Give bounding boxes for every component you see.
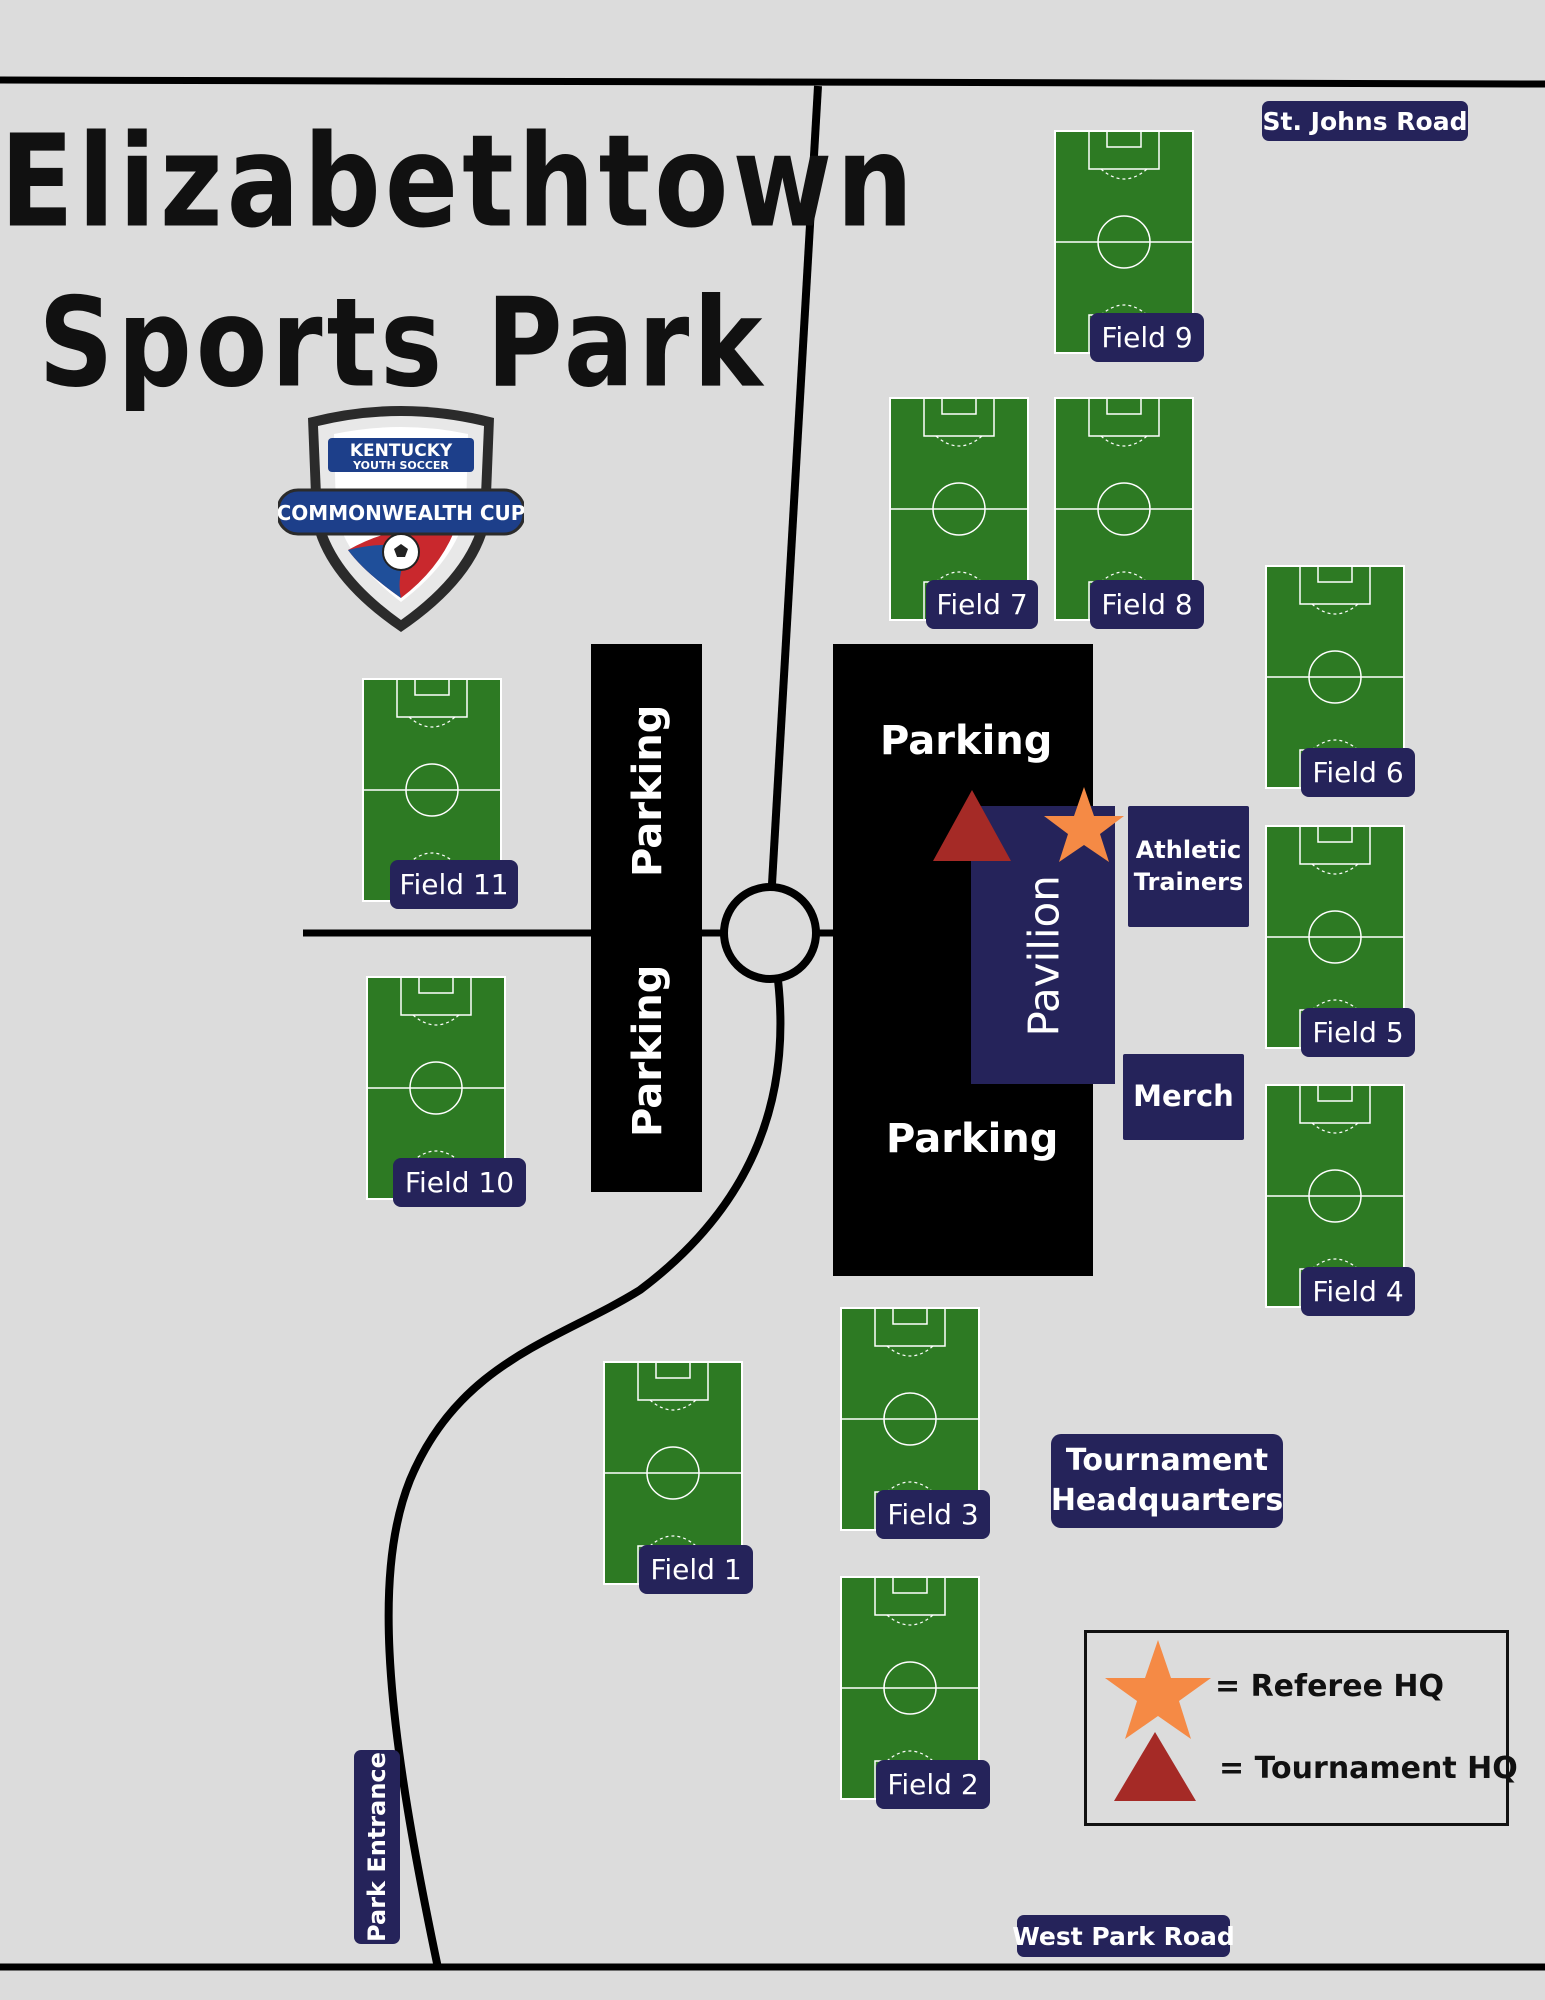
field-9-label: Field 9 bbox=[1090, 313, 1204, 362]
roundabout bbox=[720, 883, 820, 983]
park-entrance-text: Park Entrance bbox=[363, 1752, 391, 1942]
tournament-headquarters-line2: Headquarters bbox=[1050, 1483, 1284, 1518]
tournament-hq-marker bbox=[933, 790, 1011, 861]
st-johns-road-label: St. Johns Road bbox=[1262, 101, 1468, 141]
logo-text-kentucky: KENTUCKY bbox=[350, 441, 453, 461]
field-11-label: Field 11 bbox=[390, 860, 518, 909]
athletic-trainers-label: Athletic Trainers bbox=[1128, 806, 1249, 927]
field-2-label: Field 2 bbox=[876, 1760, 990, 1809]
page-title-line1: Elizabethtown bbox=[0, 108, 918, 257]
field-10-label: Field 10 bbox=[393, 1158, 526, 1207]
entrance-road bbox=[384, 979, 785, 1969]
logo-text-commonwealth-cup: COMMONWEALTH CUP bbox=[278, 501, 524, 525]
pavilion-label: Pavilion bbox=[1019, 875, 1069, 1037]
page-title-line2: Sports Park bbox=[38, 271, 767, 415]
legend-triangle-icon bbox=[1114, 1732, 1196, 1801]
west-parking-lot bbox=[591, 644, 702, 1192]
map-legend: = Referee HQ = Tournament HQ bbox=[1084, 1630, 1518, 1826]
field-6-label: Field 6 bbox=[1301, 748, 1415, 797]
park-entrance-label: Park Entrance bbox=[354, 1750, 400, 1944]
east-parking-bottom-label: Parking bbox=[886, 1116, 1059, 1162]
field-3-label: Field 3 bbox=[876, 1490, 990, 1539]
west-parking-top-label: Parking bbox=[625, 704, 671, 877]
athletic-trainers-line2: Trainers bbox=[1133, 867, 1244, 896]
field-5-label: Field 5 bbox=[1301, 1008, 1415, 1057]
commonwealth-cup-logo: KENTUCKY YOUTH SOCCER COMMONWEALTH CUP bbox=[278, 406, 524, 632]
main-road bbox=[768, 85, 822, 885]
north-road bbox=[0, 76, 1545, 88]
field-8-label: Field 8 bbox=[1090, 580, 1204, 629]
logo-text-youth-soccer: YOUTH SOCCER bbox=[352, 459, 449, 472]
legend-referee-hq-text: = Referee HQ bbox=[1215, 1669, 1444, 1704]
athletic-trainers-line1: Athletic bbox=[1135, 836, 1242, 865]
referee-hq-marker bbox=[1044, 787, 1124, 862]
legend-tournament-hq-text: = Tournament HQ bbox=[1219, 1751, 1518, 1786]
tournament-headquarters-line1: Tournament bbox=[1065, 1442, 1269, 1478]
west-parking-bottom-label: Parking bbox=[625, 964, 671, 1137]
field-1-label: Field 1 bbox=[639, 1545, 753, 1594]
east-parking-top-label: Parking bbox=[880, 718, 1053, 764]
west-park-road-label: West Park Road bbox=[1012, 1915, 1235, 1957]
tournament-headquarters-label: Tournament Headquarters bbox=[1051, 1434, 1283, 1528]
field-4-label: Field 4 bbox=[1301, 1267, 1415, 1316]
merch-label: Merch bbox=[1123, 1054, 1244, 1140]
legend-star-icon bbox=[1105, 1640, 1211, 1739]
field-7-label: Field 7 bbox=[926, 580, 1038, 629]
